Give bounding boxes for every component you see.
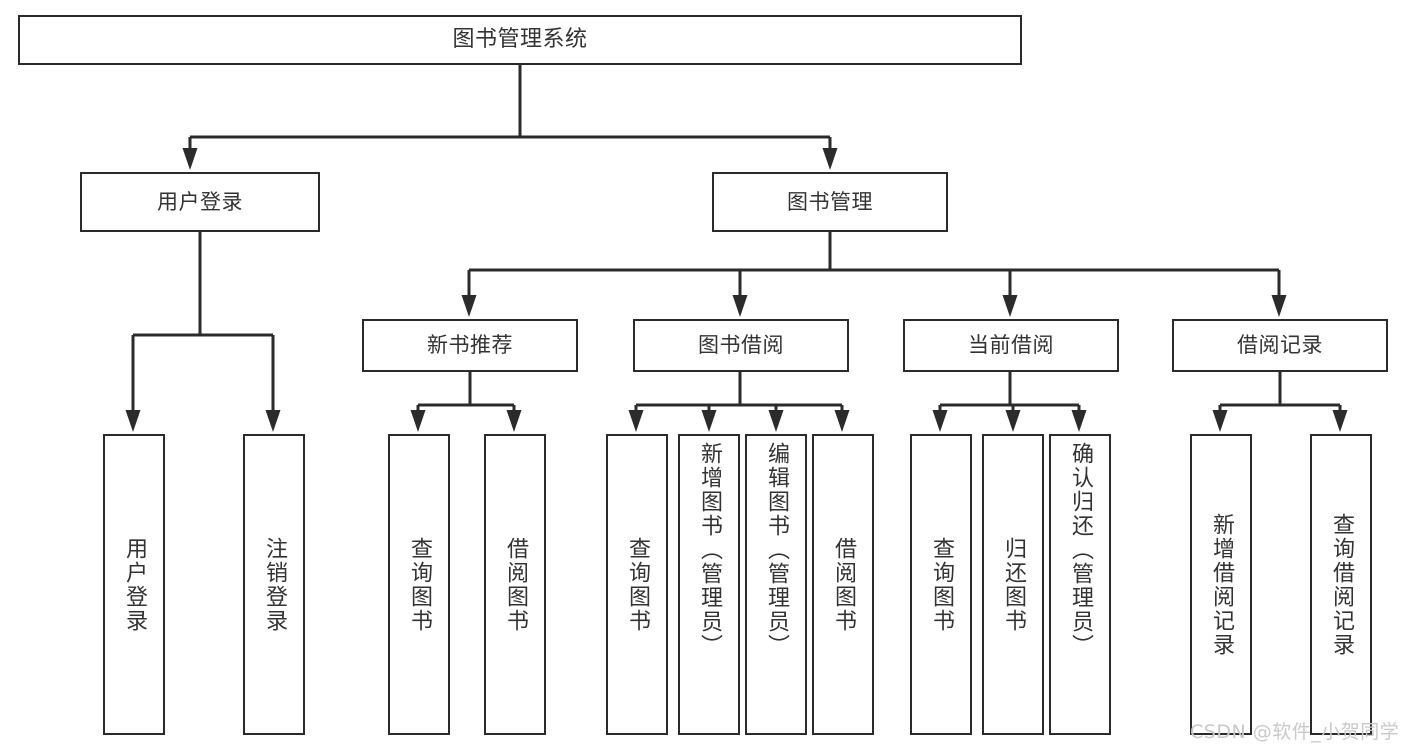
- node-leaf-borrow-book-2-label: 借阅图书: [831, 536, 856, 633]
- node-leaf-query-record-label: 查询借阅记录: [1329, 512, 1354, 657]
- node-leaf-borrow-book-1[interactable]: 借阅图书: [484, 434, 546, 735]
- arrow-leaf-query-book-1-head: [410, 410, 426, 432]
- node-new-book-recommend-label: 新书推荐: [427, 333, 513, 357]
- arrow-leaf-edit-book-head: [768, 410, 784, 432]
- node-leaf-return-book-label: 归还图书: [1001, 536, 1026, 633]
- node-current-borrow[interactable]: 当前借阅: [903, 319, 1119, 372]
- node-root[interactable]: 图书管理系统: [18, 15, 1022, 65]
- node-book-borrow[interactable]: 图书借阅: [633, 319, 849, 372]
- connector-bar-root: [190, 65, 830, 139]
- node-user-login-label: 用户登录: [157, 189, 243, 214]
- node-leaf-confirm-return-label: 确认归还（管理员）: [1068, 442, 1093, 658]
- node-leaf-query-book-2[interactable]: 查询图书: [606, 434, 668, 735]
- arrow-leaf-add-record-head: [1212, 410, 1228, 432]
- arrow-user-login-head: [182, 148, 198, 170]
- node-current-borrow-label: 当前借阅: [968, 333, 1054, 357]
- connector-bar-user-login: [133, 232, 273, 337]
- node-leaf-user-login[interactable]: 用户登录: [103, 434, 165, 735]
- arrow-book-management-head: [822, 148, 838, 170]
- node-leaf-query-book-2-label: 查询图书: [625, 536, 650, 633]
- arrow-leaf-logout-head: [265, 410, 281, 432]
- arrow-leaf-confirm-return-head: [1071, 410, 1087, 432]
- node-borrow-record[interactable]: 借阅记录: [1172, 319, 1388, 372]
- node-leaf-add-book-label: 新增图书（管理员）: [697, 442, 722, 658]
- node-new-book-recommend[interactable]: 新书推荐: [362, 319, 578, 372]
- connector-bar-current-borrow: [940, 372, 1079, 407]
- arrow-book-borrow-head: [732, 295, 748, 317]
- node-leaf-query-book-3-label: 查询图书: [929, 536, 954, 633]
- node-user-login[interactable]: 用户登录: [80, 172, 320, 232]
- node-leaf-borrow-book-1-label: 借阅图书: [503, 536, 528, 633]
- arrow-leaf-user-login-head: [125, 410, 141, 432]
- arrow-current-borrow-head: [1002, 295, 1018, 317]
- arrow-leaf-add-book-head: [701, 410, 717, 432]
- arrow-leaf-borrow-book-1-head: [506, 410, 522, 432]
- node-leaf-logout[interactable]: 注销登录: [243, 434, 305, 735]
- node-leaf-edit-book-label: 编辑图书（管理员）: [764, 442, 789, 658]
- node-book-management-label: 图书管理: [787, 189, 873, 214]
- node-leaf-query-record[interactable]: 查询借阅记录: [1310, 434, 1372, 735]
- node-leaf-return-book[interactable]: 归还图书: [982, 434, 1044, 735]
- node-leaf-query-book-1-label: 查询图书: [407, 536, 432, 633]
- watermark-text: CSDN @软件_小贺同学: [1190, 721, 1400, 743]
- arrow-borrow-record-head: [1271, 295, 1287, 317]
- node-leaf-user-login-label: 用户登录: [122, 536, 147, 633]
- connector-bar-book-management: [469, 232, 1279, 272]
- arrow-new-book-recommend-head: [461, 295, 477, 317]
- node-leaf-add-record-label: 新增借阅记录: [1209, 512, 1234, 657]
- node-leaf-add-record[interactable]: 新增借阅记录: [1190, 434, 1252, 735]
- node-book-borrow-label: 图书借阅: [698, 333, 784, 357]
- node-root-label: 图书管理系统: [452, 27, 588, 52]
- node-leaf-edit-book[interactable]: 编辑图书（管理员）: [745, 434, 807, 735]
- arrow-leaf-query-record-head: [1332, 410, 1348, 432]
- arrow-leaf-return-book-head: [1005, 410, 1021, 432]
- node-leaf-query-book-1[interactable]: 查询图书: [388, 434, 450, 735]
- connector-bar-borrow-record: [1220, 372, 1340, 407]
- connector-bar-new-book: [418, 372, 514, 407]
- arrow-leaf-query-book-2-head: [628, 410, 644, 432]
- node-borrow-record-label: 借阅记录: [1237, 333, 1323, 357]
- node-leaf-logout-label: 注销登录: [262, 536, 287, 633]
- connector-bar-book-borrow: [636, 372, 842, 407]
- node-leaf-borrow-book-2[interactable]: 借阅图书: [812, 434, 874, 735]
- node-leaf-confirm-return[interactable]: 确认归还（管理员）: [1049, 434, 1111, 735]
- node-leaf-add-book[interactable]: 新增图书（管理员）: [678, 434, 740, 735]
- node-book-management[interactable]: 图书管理: [712, 172, 948, 232]
- node-leaf-query-book-3[interactable]: 查询图书: [910, 434, 972, 735]
- arrow-leaf-borrow-book-2-head: [834, 410, 850, 432]
- arrow-leaf-query-book-3-head: [932, 410, 948, 432]
